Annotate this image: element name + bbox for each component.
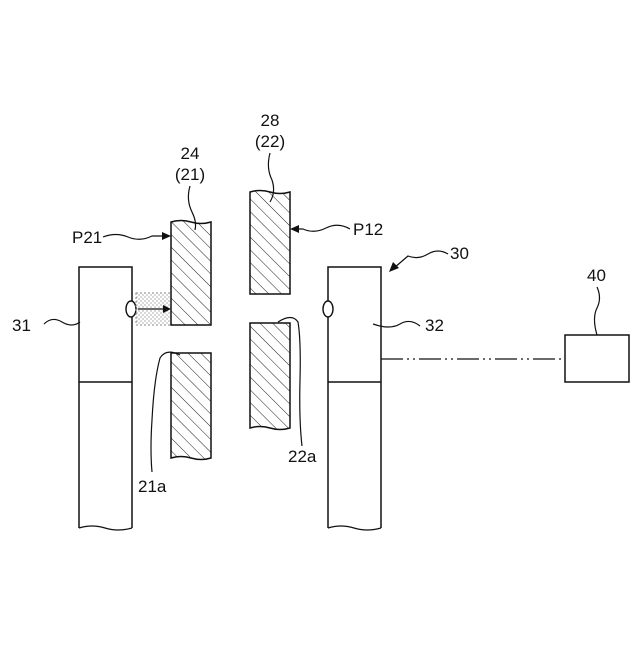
label-28: 28: [261, 111, 280, 130]
label-24: 24: [181, 144, 200, 163]
label-P21: P21: [72, 228, 102, 247]
member-31: [79, 267, 132, 530]
block-22a-lower: [250, 323, 290, 430]
label-22-paren: (22): [255, 132, 285, 151]
label-22a: 22a: [288, 447, 317, 466]
label-P12: P12: [353, 220, 383, 239]
sensor-left: [126, 301, 136, 317]
block-28-upper: [250, 191, 290, 295]
label-21-paren: (21): [175, 165, 205, 184]
label-30: 30: [450, 244, 469, 263]
controller-box-40: [565, 335, 629, 382]
label-40: 40: [587, 266, 606, 285]
light-beam: [136, 293, 171, 325]
label-31: 31: [12, 316, 31, 335]
label-21a: 21a: [138, 477, 167, 496]
block-21a-lower: [171, 353, 211, 460]
member-32: [328, 267, 381, 530]
label-32: 32: [425, 316, 444, 335]
sensor-right: [323, 301, 333, 317]
block-24-upper: [171, 221, 211, 326]
